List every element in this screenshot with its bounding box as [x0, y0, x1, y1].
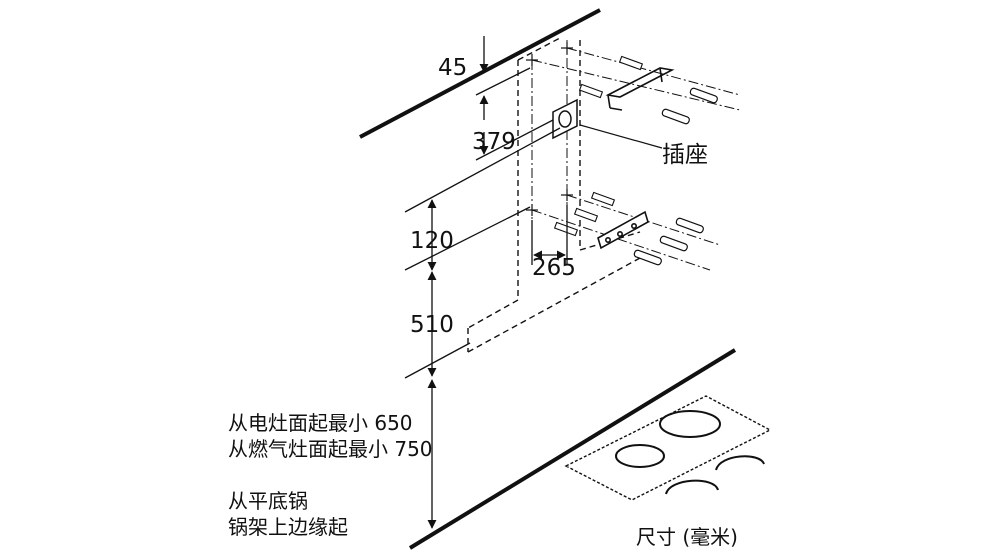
socket-label: 插座: [662, 142, 708, 168]
dimension-379: 379: [472, 129, 516, 155]
screw-icon: [633, 87, 718, 266]
clearance-electric-label: 从电灶面起最小 650: [228, 411, 413, 435]
socket-leader: [579, 124, 663, 149]
cooktop: [564, 395, 772, 501]
dimension-379-arrows: [475, 67, 554, 161]
dimension-120-lines: [404, 127, 561, 271]
clearance-gas-label: 从燃气灶面起最小 750: [228, 437, 433, 461]
pan-support-label-line1: 从平底锅: [228, 489, 308, 513]
pan-support-label-line2: 锅架上边缘起: [228, 515, 348, 539]
dimension-45: 45: [438, 55, 467, 81]
drill-mark-icon: [526, 42, 573, 216]
dimension-120: 120: [410, 228, 454, 254]
dimension-265-lines: [531, 205, 568, 265]
lower-bracket: [597, 210, 649, 250]
dimension-510: 510: [410, 312, 454, 338]
worktop-line: [408, 348, 737, 550]
dimension-510-lines: [404, 271, 471, 379]
upper-bracket: [605, 67, 675, 111]
socket-icon: [552, 98, 578, 140]
hood-outline: [467, 37, 641, 353]
axis-lines: [531, 40, 741, 271]
unit-note: 尺寸 (毫米): [636, 525, 738, 549]
ceiling-line: [359, 8, 601, 139]
dimension-265: 265: [532, 255, 576, 281]
